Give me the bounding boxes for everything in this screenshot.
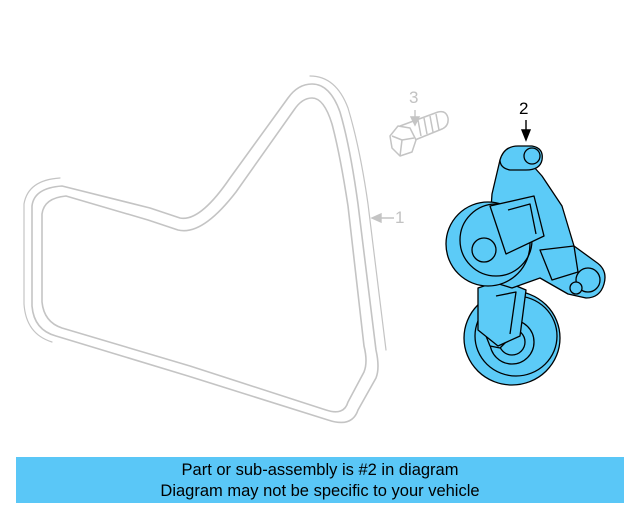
callout-2-leader — [520, 120, 532, 142]
callout-3-number: 3 — [409, 88, 419, 107]
callout-2-number: 2 — [519, 99, 529, 118]
callout-1-leader — [370, 212, 394, 224]
banner-line-disclaimer: Diagram may not be specific to your vehi… — [160, 482, 480, 500]
callout-3-leader — [409, 110, 421, 127]
bolt — [389, 110, 449, 157]
belt-tensioner — [445, 145, 606, 386]
parts-diagram — [23, 75, 606, 424]
serpentine-belt — [23, 75, 387, 424]
banner-line-part-number: Part or sub-assembly is #2 in diagram — [181, 461, 459, 479]
callout-1-number: 1 — [395, 208, 405, 227]
info-banner: Part or sub-assembly is #2 in diagram Di… — [16, 457, 624, 503]
